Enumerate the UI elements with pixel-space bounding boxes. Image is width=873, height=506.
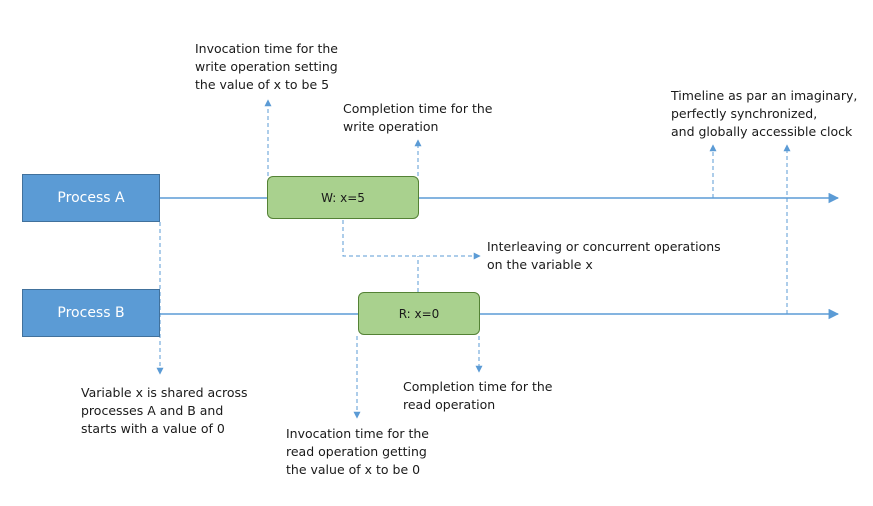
note-write-completion: Completion time for the write operation — [343, 100, 492, 136]
read-operation-label: R: x=0 — [398, 306, 440, 321]
note-read-completion: Completion time for the read operation — [403, 378, 552, 414]
note-line: Invocation time for the — [286, 426, 429, 441]
write-operation-box: W: x=5 — [267, 176, 419, 219]
note-line: processes A and B and — [81, 403, 224, 418]
note-line: perfectly synchronized, — [671, 106, 818, 121]
process-a-label: Process A — [57, 190, 125, 206]
process-b-box: Process B — [22, 289, 160, 337]
note-line: Invocation time for the — [195, 41, 338, 56]
note-line: and globally accessible clock — [671, 124, 853, 139]
process-a-box: Process A — [22, 174, 160, 222]
note-line: write operation setting — [195, 59, 338, 74]
note-read-invocation: Invocation time for the read operation g… — [286, 425, 429, 479]
note-line: Variable x is shared across — [81, 385, 248, 400]
note-line: Completion time for the — [343, 101, 493, 116]
note-line: Timeline as par an imaginary, — [671, 88, 858, 103]
note-interleaving: Interleaving or concurrent operations on… — [487, 238, 721, 274]
note-timeline: Timeline as par an imaginary, perfectly … — [671, 87, 857, 141]
note-line: starts with a value of 0 — [81, 421, 225, 436]
note-write-invocation: Invocation time for the write operation … — [195, 40, 338, 94]
note-line: write operation — [343, 119, 439, 134]
read-operation-box: R: x=0 — [358, 292, 480, 335]
note-line: read operation — [403, 397, 496, 412]
note-line: the value of x to be 0 — [286, 462, 421, 477]
note-line: Completion time for the — [403, 379, 553, 394]
note-line: the value of x to be 5 — [195, 77, 330, 92]
note-line: read operation getting — [286, 444, 427, 459]
pointer-interleaving — [342, 220, 481, 260]
note-line: on the variable x — [487, 257, 593, 272]
process-b-label: Process B — [57, 305, 125, 321]
note-shared-variable: Variable x is shared across processes A … — [81, 384, 248, 438]
write-operation-label: W: x=5 — [321, 190, 365, 205]
note-line: Interleaving or concurrent operations — [487, 239, 721, 254]
